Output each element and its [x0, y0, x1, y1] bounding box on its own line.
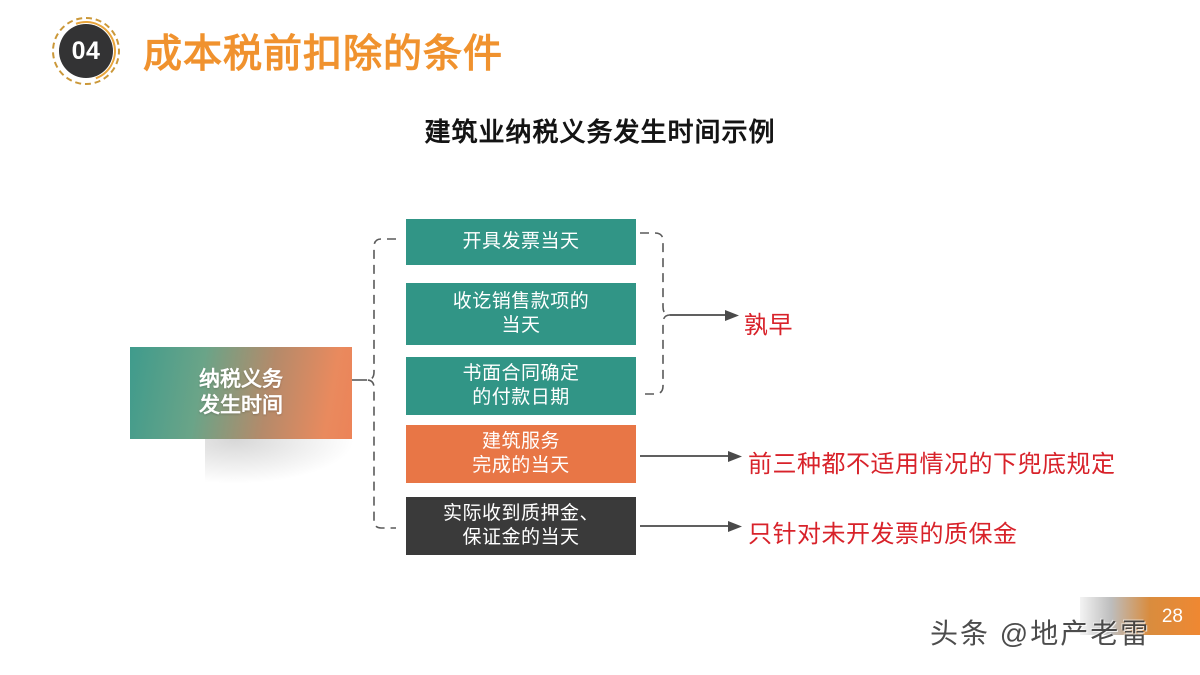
watermark: 头条 @地产老雷	[930, 618, 1151, 649]
arrow-head-note-2	[728, 521, 742, 532]
annotation-note: 孰早	[744, 312, 793, 339]
diagram-subtitle: 建筑业纳税义务发生时间示例	[424, 117, 776, 147]
slide-header: 04 成本税前扣除的条件	[0, 0, 1200, 100]
flow-item-box: 实际收到质押金、保证金的当天	[406, 497, 636, 555]
flow-item-box: 建筑服务完成的当天	[406, 425, 636, 483]
source-box-label-line1: 纳税义务	[199, 367, 283, 391]
source-box-label-line2: 发生时间	[199, 394, 283, 417]
badge-dashed-ring-icon	[52, 17, 120, 85]
page-title: 成本税前扣除的条件	[143, 33, 504, 76]
annotation-note: 前三种都不适用情况的下兜底规定	[748, 451, 1116, 478]
annotation-note: 只针对未开发票的质保金	[748, 521, 1018, 548]
badge-disc: 04	[59, 24, 113, 78]
badge-number: 04	[71, 36, 101, 65]
flow-item-box: 收讫销售款项的当天	[406, 283, 636, 345]
flow-item-box: 开具发票当天	[406, 219, 636, 265]
arrow-head-note-1	[728, 451, 742, 462]
section-number-badge: 04	[46, 11, 126, 91]
flow-item-box: 书面合同确定的付款日期	[406, 357, 636, 415]
arrow-head-note-0	[725, 310, 739, 321]
source-box: 纳税义务 发生时间	[130, 347, 352, 439]
page-number-tab: 28	[1080, 597, 1200, 635]
source-box-container: 纳税义务 发生时间	[130, 347, 352, 439]
page-number: 28	[1161, 605, 1183, 627]
source-box-label: 纳税义务 发生时间	[199, 367, 283, 420]
